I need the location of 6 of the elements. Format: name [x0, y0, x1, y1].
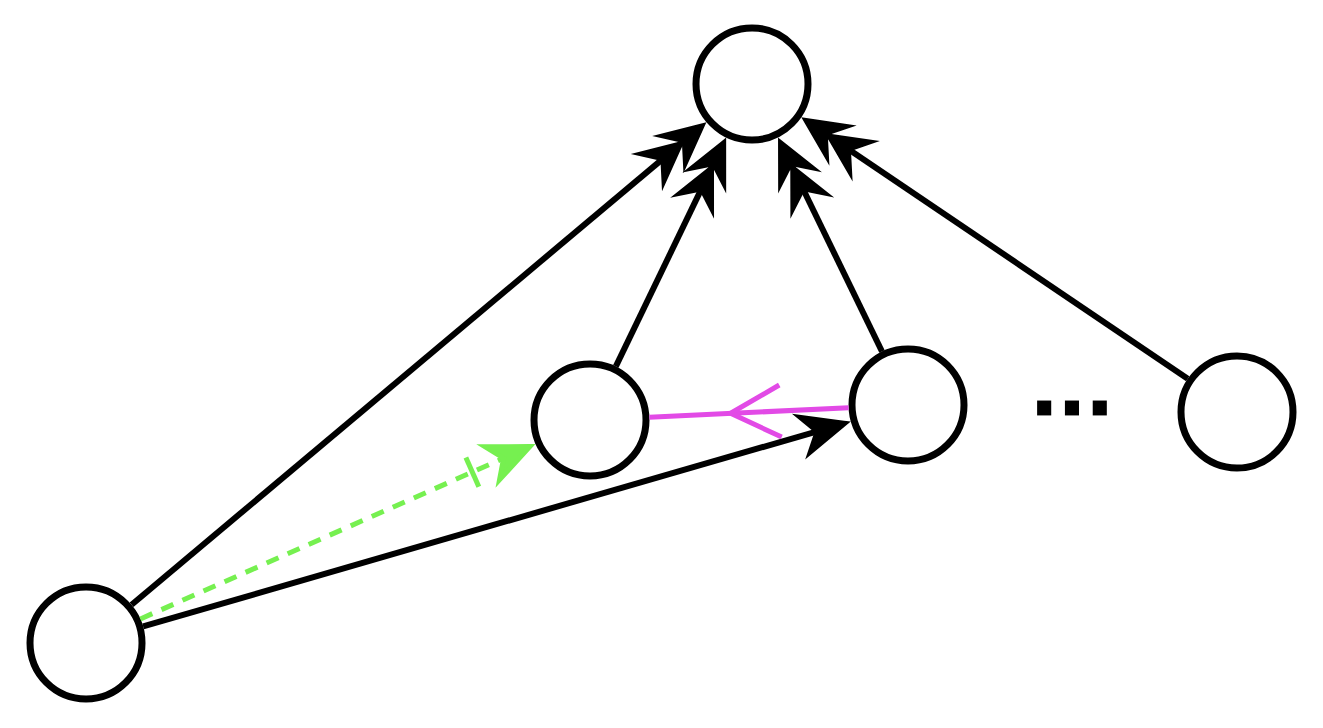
circle-node [1177, 352, 1297, 472]
circle-node [692, 24, 812, 144]
circle-node [530, 360, 650, 480]
ellipsis-text: ... [1037, 400, 1107, 416]
circle-node [26, 583, 146, 703]
circle-node [848, 345, 968, 465]
